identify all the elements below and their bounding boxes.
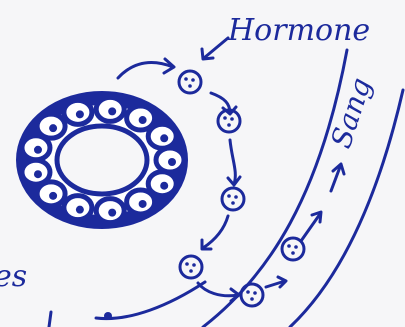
molecule-dot <box>191 78 195 82</box>
molecule-dot <box>227 194 231 198</box>
molecule-dot <box>227 123 231 127</box>
cell-nucleus <box>49 124 57 132</box>
molecule-dot <box>184 77 188 81</box>
cell-nucleus <box>168 158 176 166</box>
arrow-gland-to-particle <box>118 63 173 78</box>
arrow-3 <box>203 216 228 248</box>
hormone-label: Hormone <box>227 13 370 48</box>
molecule-dot <box>185 262 189 266</box>
hormone-molecule-icon <box>180 256 202 278</box>
left-partial-label: es <box>0 259 27 294</box>
molecule-dot <box>287 244 291 248</box>
molecule-dot <box>234 195 238 199</box>
cell-nucleus <box>108 107 116 115</box>
endocrine-gland <box>22 97 184 222</box>
arrow-left-bottom <box>96 282 205 319</box>
cell-nucleus <box>160 134 168 142</box>
molecule-dot <box>188 84 192 88</box>
molecule-dot <box>230 117 234 121</box>
label-arrow-hormone <box>204 38 228 58</box>
cell-nucleus <box>76 206 84 214</box>
cell-nucleus <box>160 182 168 190</box>
cell-nucleus <box>34 146 42 154</box>
arrow-2 <box>230 140 235 184</box>
molecule-dot <box>253 291 257 295</box>
molecule-dot <box>294 245 298 249</box>
molecule-dot <box>189 269 193 273</box>
cell-nucleus <box>139 116 147 124</box>
hormone-molecule-icon <box>241 284 263 306</box>
molecule-dot <box>231 201 235 205</box>
hormone-molecule-icon <box>179 71 201 93</box>
arrow-origin-dot <box>104 312 112 320</box>
cell-nucleus <box>34 170 42 178</box>
molecule-dot <box>192 263 196 267</box>
molecule-dot <box>223 116 227 120</box>
cell-nucleus <box>49 192 57 200</box>
hormone-molecule-icon <box>222 188 244 210</box>
arrow-6 <box>301 214 320 241</box>
molecule-dot <box>250 297 254 301</box>
left-stroke <box>49 312 51 327</box>
molecule-dot <box>246 290 250 294</box>
cell-nucleus <box>139 200 147 208</box>
cell-nucleus <box>76 110 84 118</box>
molecule-dot <box>291 251 295 255</box>
cell-nucleus <box>108 209 116 217</box>
